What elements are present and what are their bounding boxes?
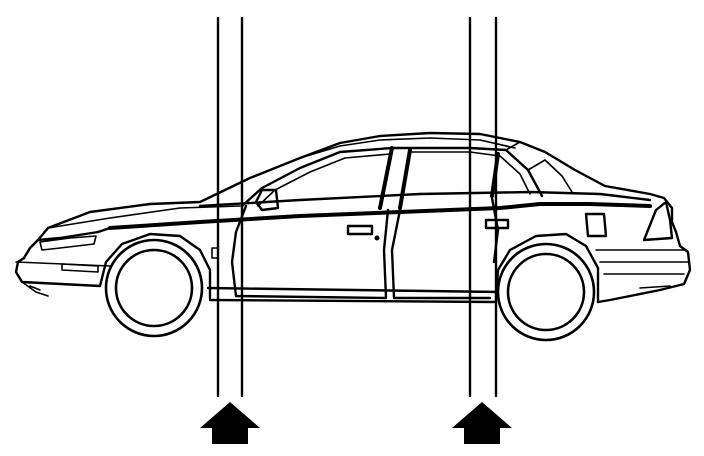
rear-wheel	[496, 242, 596, 342]
front-bumper	[15, 261, 111, 297]
fog-light	[61, 263, 99, 273]
rear-door-handle	[484, 218, 510, 230]
front-wheel-arch	[98, 232, 212, 300]
rear-lift-point	[452, 16, 512, 444]
belt-line	[108, 202, 652, 230]
b-pillar	[378, 146, 412, 210]
fuel-door	[584, 212, 608, 238]
front-lift-point	[200, 16, 260, 444]
tail-light	[642, 200, 674, 242]
rocker-panel	[206, 286, 502, 304]
car-body	[14, 131, 692, 304]
front-lift-arrow-icon	[200, 402, 260, 444]
body-lower-line	[198, 190, 652, 208]
headlight	[39, 235, 97, 251]
side-mirror	[254, 188, 280, 212]
front-door-handle	[346, 224, 374, 236]
window-inner	[257, 151, 531, 207]
rear-window-line	[505, 141, 573, 193]
body-outline	[14, 131, 692, 304]
door-lock-dot	[374, 235, 380, 241]
rear-bumper-lines	[595, 249, 689, 289]
front-wheel	[104, 238, 204, 338]
rear-wheel-arch	[494, 232, 600, 304]
front-nose	[22, 226, 112, 260]
front-door-outline	[230, 204, 390, 300]
roof-gutter	[299, 137, 516, 159]
rear-lift-arrow-icon	[452, 402, 512, 444]
hood-crease	[47, 205, 241, 229]
